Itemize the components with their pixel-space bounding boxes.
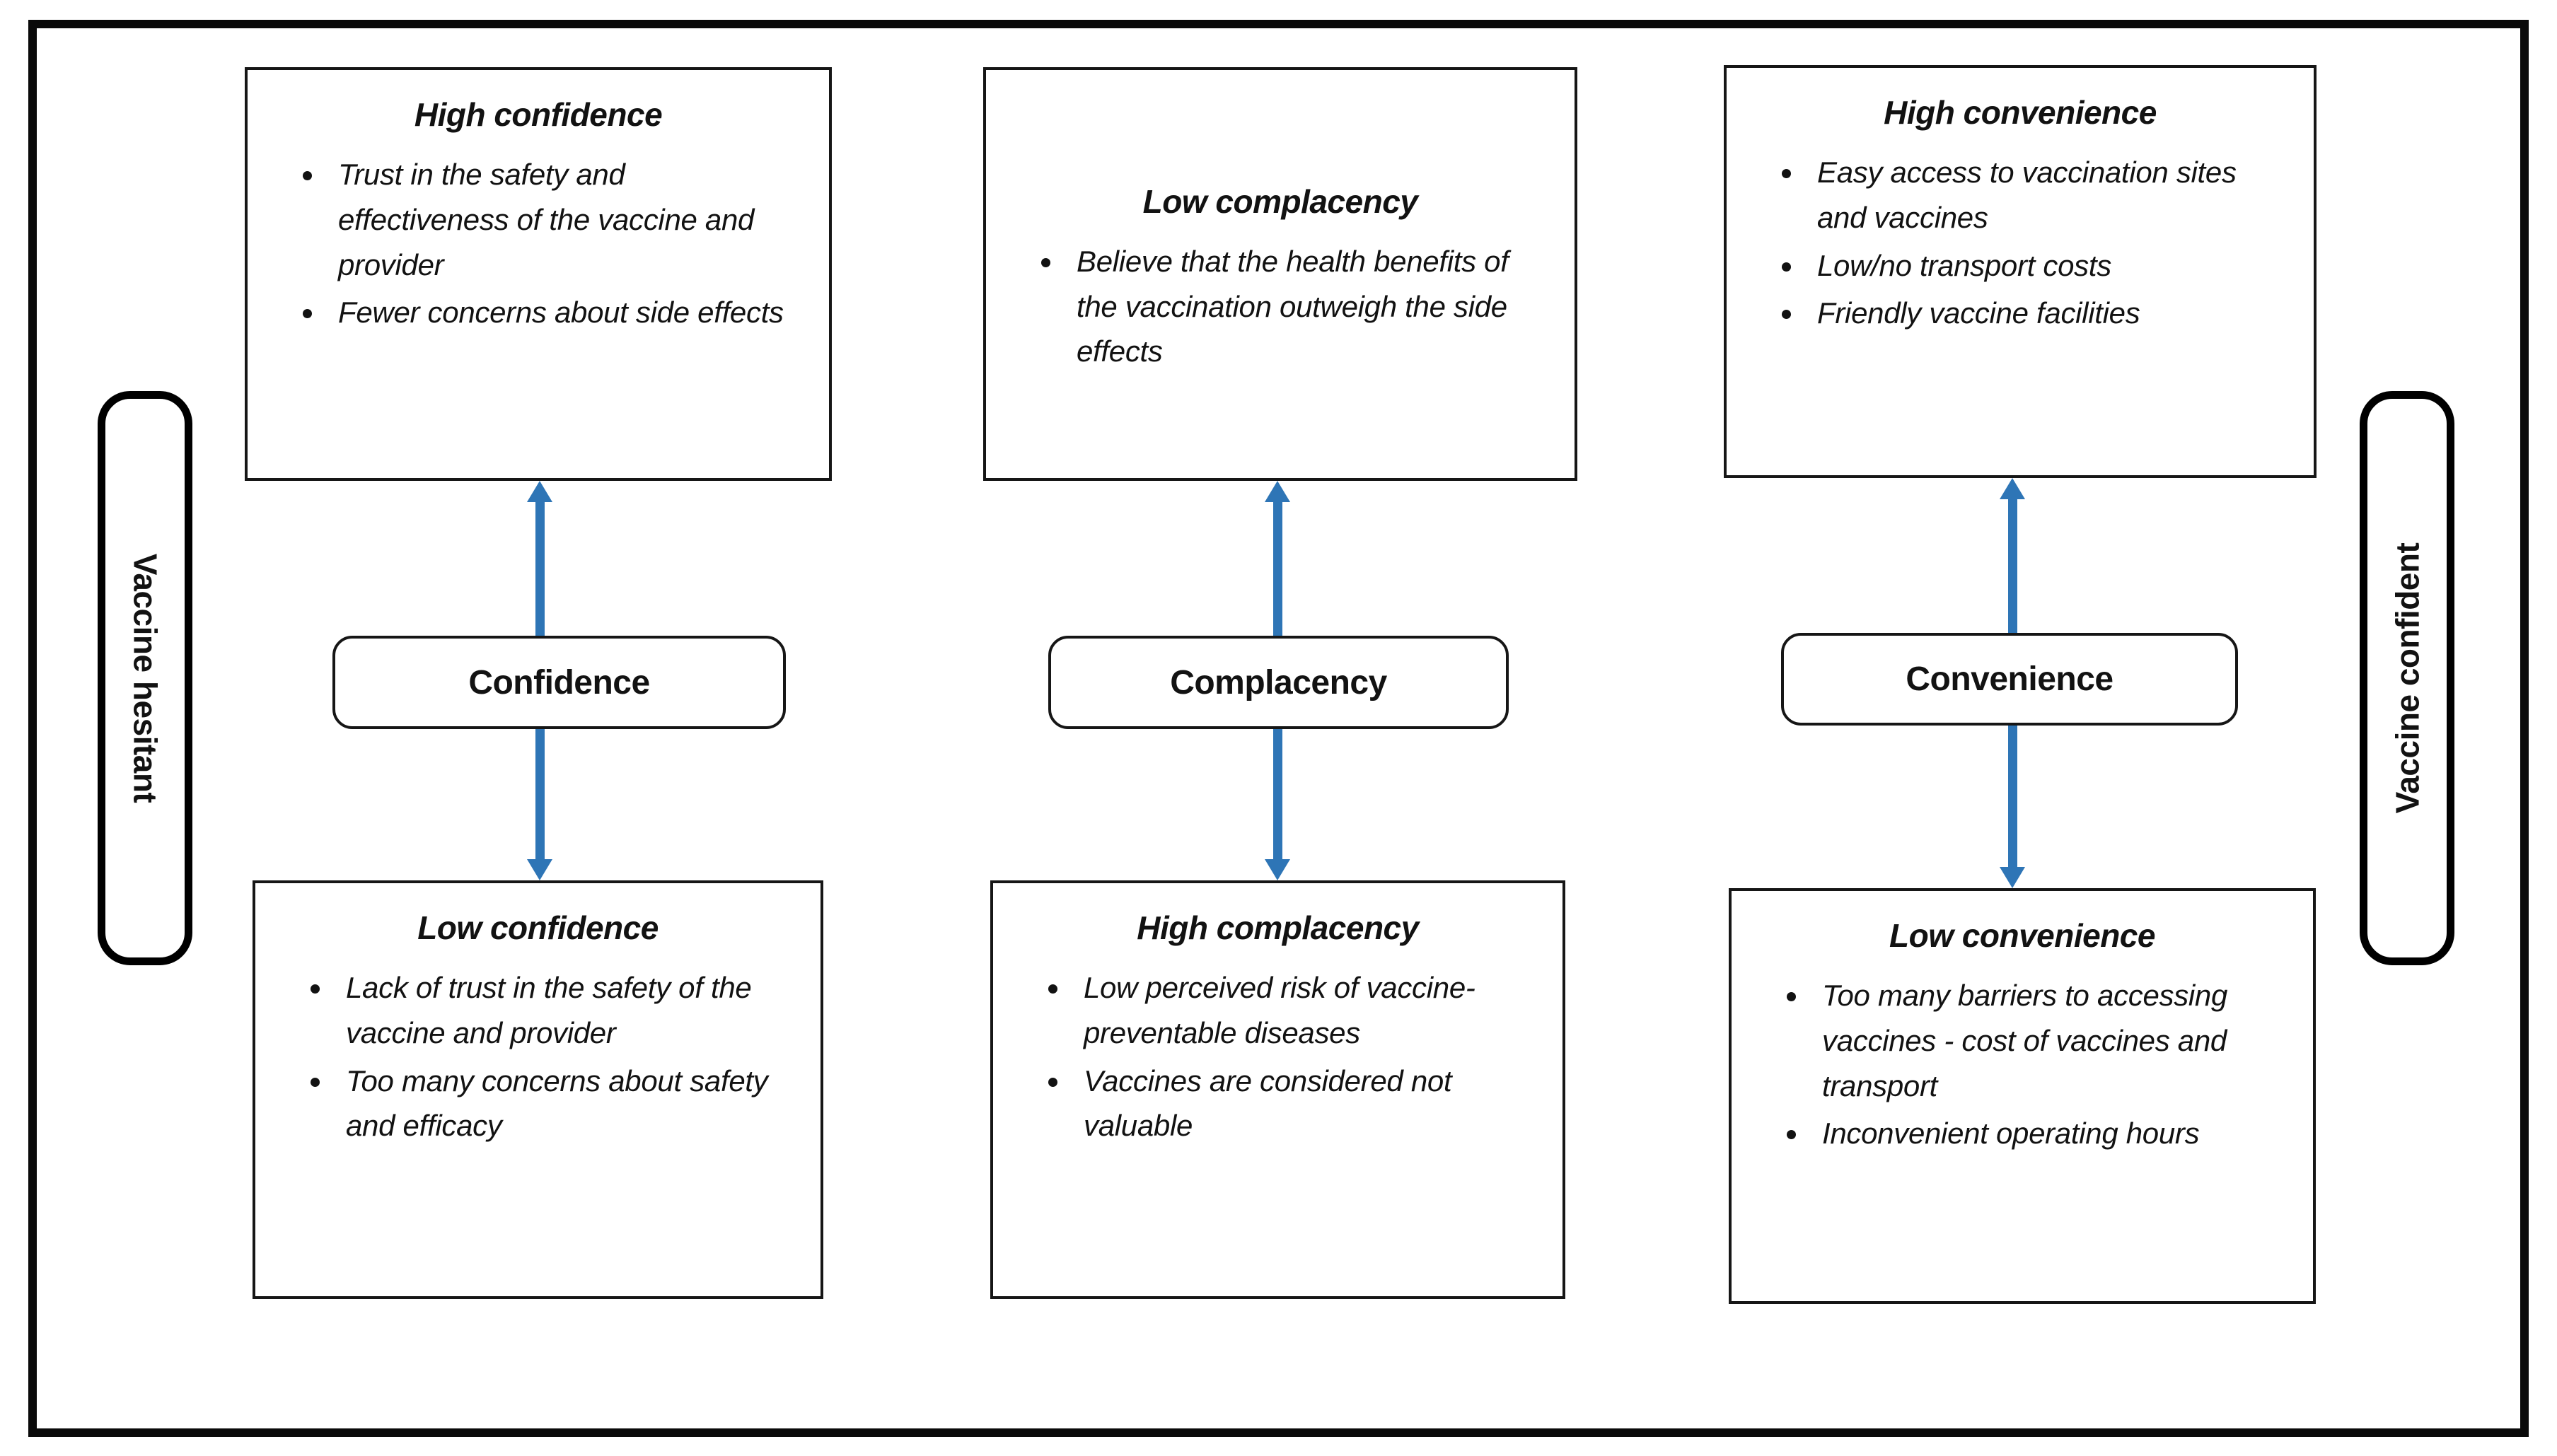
outer-frame [28,20,2529,1437]
arrowhead-up [2000,478,2025,499]
vaccine-hesitant-pill: Vaccine hesitant [98,391,192,965]
bullet-list: Believe that the health benefits of the … [1019,239,1542,377]
bullet-list: Trust in the safety and effectiveness of… [280,152,796,338]
bullet-item: Low perceived risk of vaccine-preventabl… [1071,965,1530,1056]
bullet-item: Easy access to vaccination sites and vac… [1804,150,2281,240]
high-confidence-box: High confidence Trust in the safety and … [245,67,832,481]
bullet-item: Too many concerns about safety and effic… [333,1059,788,1149]
arrowhead-down [527,859,552,880]
box-title: Low confidence [417,909,659,946]
arrow-shaft [535,502,545,636]
complacency-factor-box: Complacency [1048,636,1509,729]
box-title: High convenience [1884,94,2157,131]
arrowhead-down [1265,859,1290,880]
high-convenience-box: High convenience Easy access to vaccinat… [1724,65,2317,478]
arrow-up-complacency-icon [1265,481,1290,636]
arrow-shaft [1272,502,1282,636]
bullet-list: Easy access to vaccination sites and vac… [1759,150,2281,339]
arrowhead-up [527,481,552,502]
factor-label: Confidence [468,663,650,701]
arrowhead-up [1265,481,1290,502]
convenience-factor-box: Convenience [1781,633,2238,726]
bullet-item: Vaccines are considered not valuable [1071,1059,1530,1149]
bullet-item: Fewer concerns about side effects [325,290,796,335]
box-title: High confidence [414,96,663,133]
bullet-item: Inconvenient operating hours [1809,1111,2280,1156]
arrow-up-convenience-icon [2000,478,2025,633]
vaccine-confident-pill: Vaccine confident [2360,391,2454,965]
factor-label: Complacency [1170,663,1387,701]
low-confidence-box: Low confidence Lack of trust in the safe… [253,880,823,1299]
bullet-item: Friendly vaccine facilities [1804,291,2281,336]
vaccine-hesitant-label: Vaccine hesitant [127,553,163,803]
bullet-item: Believe that the health benefits of the … [1064,239,1542,374]
confidence-factor-box: Confidence [332,636,786,729]
low-convenience-box: Low convenience Too many barriers to acc… [1729,888,2316,1304]
arrow-down-convenience-icon [2000,726,2025,888]
bullet-item: Low/no transport costs [1804,243,2281,289]
arrowhead-down [2000,867,2025,888]
box-title: Low complacency [1142,182,1418,220]
arrow-shaft [2007,726,2017,867]
vaccine-confident-label: Vaccine confident [2389,542,2425,814]
bullet-list: Lack of trust in the safety of the vacci… [288,965,788,1151]
bullet-list: Too many barriers to accessing vaccines … [1764,973,2280,1159]
arrow-shaft [2007,499,2017,633]
low-complacency-box: Low complacency Believe that the health … [983,67,1577,481]
factor-label: Convenience [1906,660,2114,698]
arrow-shaft [1272,729,1282,859]
arrow-down-complacency-icon [1265,729,1290,880]
arrow-up-confidence-icon [527,481,552,636]
box-title: High complacency [1137,909,1419,946]
arrow-down-confidence-icon [527,729,552,880]
bullet-list: Low perceived risk of vaccine-preventabl… [1026,965,1530,1151]
bullet-item: Lack of trust in the safety of the vacci… [333,965,788,1056]
bullet-item: Trust in the safety and effectiveness of… [325,152,796,287]
box-title: Low convenience [1889,917,2155,954]
arrow-shaft [535,729,545,859]
high-complacency-box: High complacency Low perceived risk of v… [990,880,1565,1299]
bullet-item: Too many barriers to accessing vaccines … [1809,973,2280,1108]
